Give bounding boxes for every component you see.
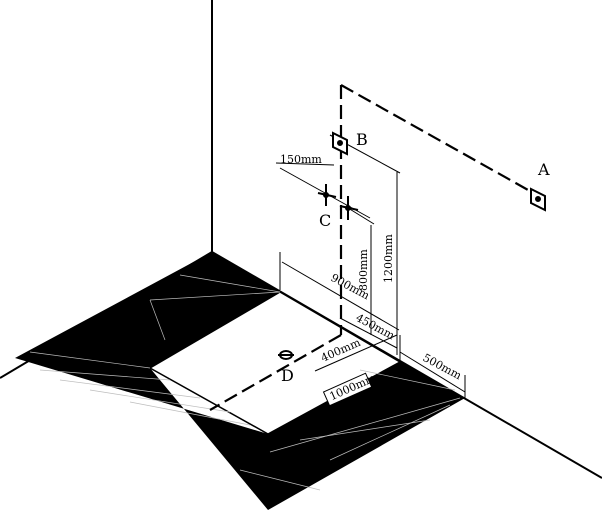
dim-500-line [399,351,466,393]
dim-900-line [281,261,400,331]
dim-400-line [314,334,398,372]
marker-d-drain [278,350,294,360]
dim-450-line [339,317,398,349]
marker-c [317,184,359,220]
label-d: D [281,366,294,385]
label-a: A [537,160,550,179]
guide-to-d [209,334,342,411]
dimension-lines [275,134,466,398]
marker-b [332,131,348,156]
guide-a-b [340,84,538,196]
dim-1200-label: 1200mm [382,234,395,283]
black-tile-area [15,252,465,510]
point-markers [278,131,546,360]
dim-800-label: 800mm [357,249,370,291]
dim-150-label: 150mm [280,153,322,166]
dashed-guides [209,84,538,411]
marker-a [530,187,546,212]
label-c: C [319,211,331,230]
label-b: B [356,130,368,149]
floor-tiles [15,252,465,510]
tile-seams [29,274,461,491]
